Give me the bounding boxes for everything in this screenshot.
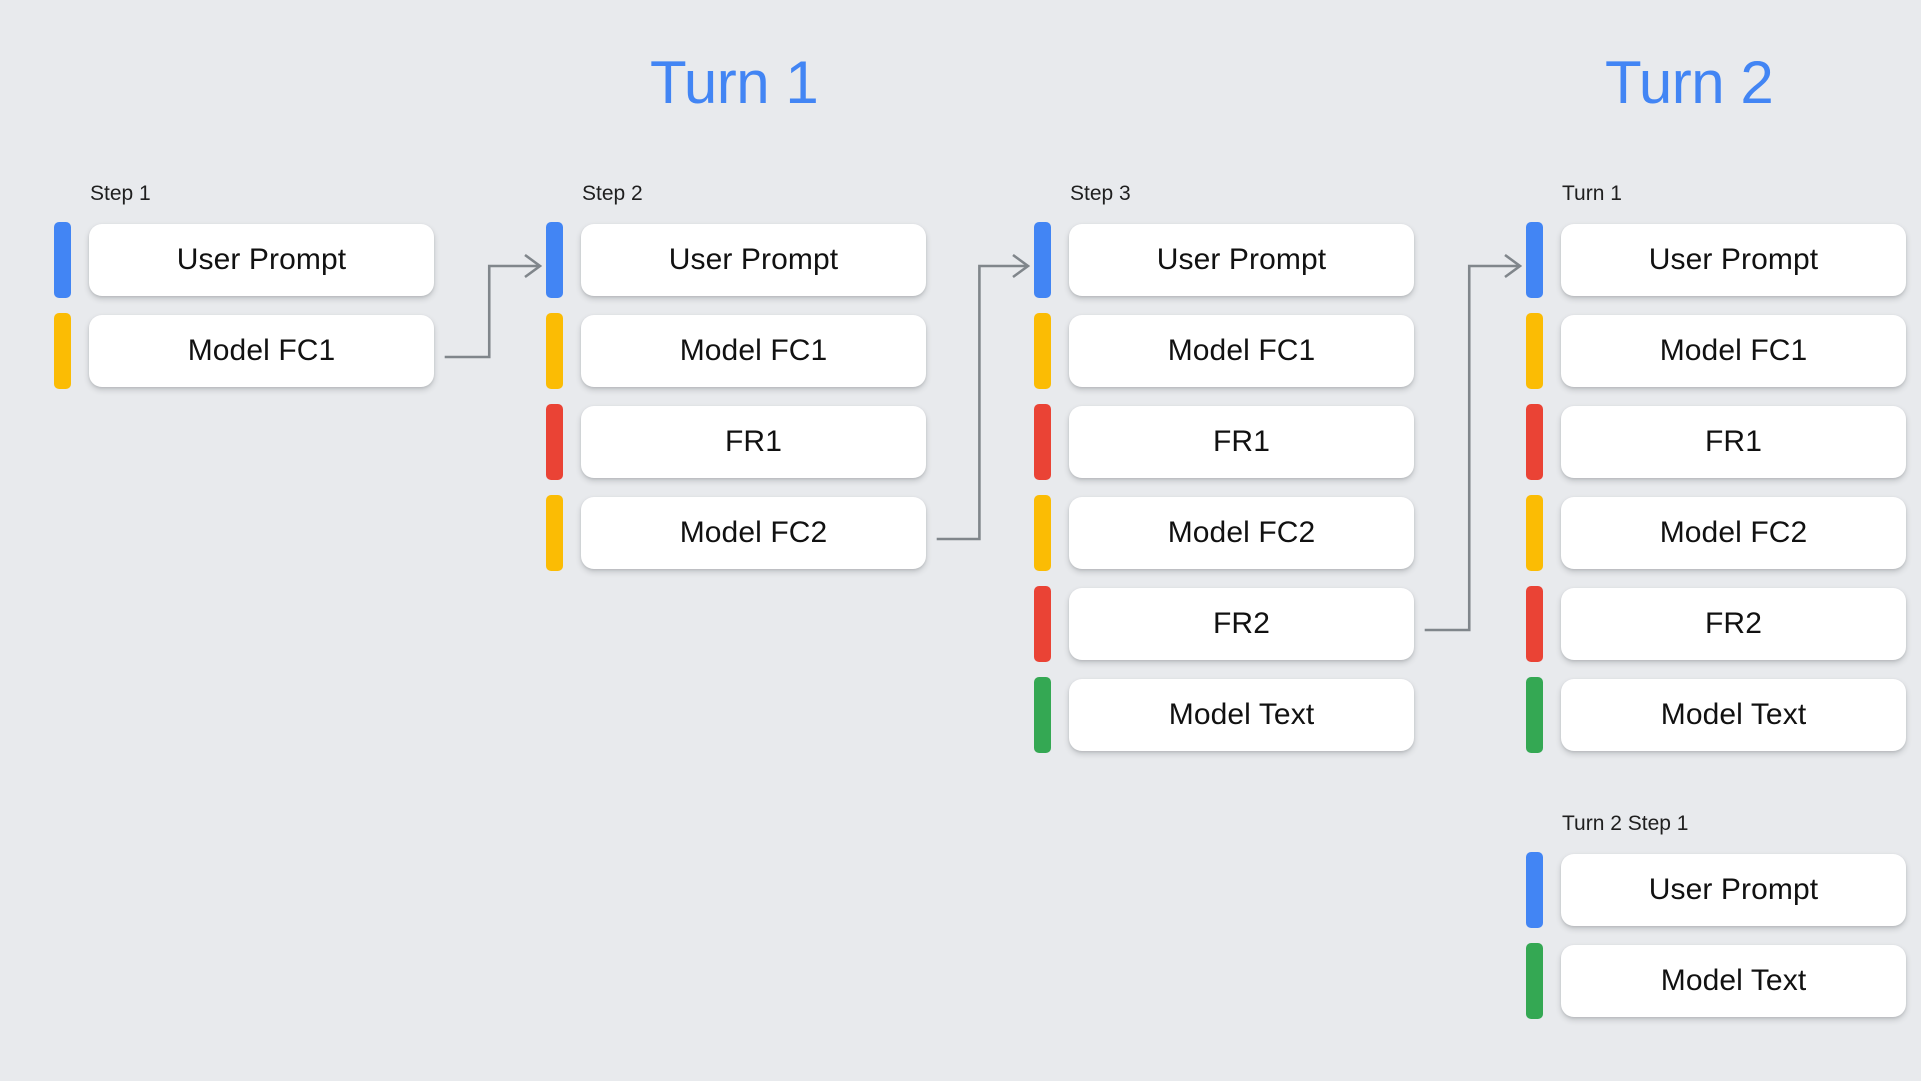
column-label: Step 2 bbox=[582, 182, 643, 205]
role-color-bar-blue bbox=[54, 221, 71, 298]
message-row: Model Text bbox=[1020, 669, 1590, 760]
message-card-label: FR1 bbox=[1705, 424, 1762, 458]
message-row: FR1 bbox=[1512, 396, 1921, 487]
message-card[interactable]: Model Text bbox=[1561, 678, 1906, 751]
message-row: Model FC1 bbox=[40, 305, 610, 396]
message-card-label: User Prompt bbox=[668, 242, 839, 276]
message-card-label: Model Text bbox=[1660, 963, 1807, 997]
message-card-label: FR1 bbox=[1213, 424, 1270, 458]
message-card[interactable]: User Prompt bbox=[89, 223, 434, 296]
message-row: User Prompt bbox=[532, 214, 1102, 305]
message-card-label: User Prompt bbox=[176, 242, 347, 276]
message-row: Model FC2 bbox=[532, 487, 1102, 578]
message-card-label: Model FC2 bbox=[1167, 515, 1316, 549]
role-color-bar-green bbox=[1034, 676, 1051, 753]
message-card[interactable]: Model FC1 bbox=[581, 314, 926, 387]
message-row: Model FC1 bbox=[532, 305, 1102, 396]
message-row: FR2 bbox=[1512, 578, 1921, 669]
role-color-bar-red bbox=[1526, 403, 1543, 480]
message-card[interactable]: Model Text bbox=[1561, 944, 1906, 1017]
message-row: User Prompt bbox=[1020, 214, 1590, 305]
message-row: Model Text bbox=[1512, 935, 1921, 1026]
role-color-bar-yellow bbox=[1034, 312, 1051, 389]
role-color-bar-blue bbox=[1526, 851, 1543, 928]
column-label: Turn 2 Step 1 bbox=[1562, 812, 1689, 835]
message-card-label: FR2 bbox=[1213, 606, 1270, 640]
role-color-bar-blue bbox=[1034, 221, 1051, 298]
message-row: User Prompt bbox=[40, 214, 610, 305]
message-row: User Prompt bbox=[1512, 214, 1921, 305]
message-card[interactable]: FR2 bbox=[1561, 587, 1906, 660]
message-card-label: User Prompt bbox=[1156, 242, 1327, 276]
message-card[interactable]: Model Text bbox=[1069, 678, 1414, 751]
message-card[interactable]: Model FC2 bbox=[581, 496, 926, 569]
message-row: User Prompt bbox=[1512, 844, 1921, 935]
message-card-label: Model FC1 bbox=[187, 333, 336, 367]
message-card[interactable]: FR1 bbox=[581, 405, 926, 478]
column-label: Step 3 bbox=[1070, 182, 1131, 205]
role-color-bar-yellow bbox=[1526, 312, 1543, 389]
heading-turn-2: Turn 2 bbox=[1605, 49, 1774, 116]
message-card-label: Model FC2 bbox=[1659, 515, 1808, 549]
role-color-bar-green bbox=[1526, 676, 1543, 753]
message-card-label: User Prompt bbox=[1648, 242, 1819, 276]
message-card-label: FR1 bbox=[725, 424, 782, 458]
message-card-label: Model FC2 bbox=[679, 515, 828, 549]
message-row: Model FC1 bbox=[1512, 305, 1921, 396]
role-color-bar-yellow bbox=[1526, 494, 1543, 571]
role-color-bar-red bbox=[1526, 585, 1543, 662]
message-card[interactable]: Model FC1 bbox=[1069, 314, 1414, 387]
role-color-bar-blue bbox=[546, 221, 563, 298]
role-color-bar-red bbox=[1034, 585, 1051, 662]
role-color-bar-yellow bbox=[546, 494, 563, 571]
column-label: Turn 1 bbox=[1562, 182, 1622, 205]
column-label: Step 1 bbox=[90, 182, 151, 205]
message-card-label: FR2 bbox=[1705, 606, 1762, 640]
message-row: FR2 bbox=[1020, 578, 1590, 669]
message-card[interactable]: Model FC2 bbox=[1561, 496, 1906, 569]
message-row: Model Text bbox=[1512, 669, 1921, 760]
message-card[interactable]: FR1 bbox=[1069, 405, 1414, 478]
role-color-bar-red bbox=[1034, 403, 1051, 480]
heading-turn-1: Turn 1 bbox=[650, 49, 819, 116]
role-color-bar-blue bbox=[1526, 221, 1543, 298]
message-card-label: Model Text bbox=[1168, 697, 1315, 731]
role-color-bar-yellow bbox=[546, 312, 563, 389]
role-color-bar-green bbox=[1526, 942, 1543, 1019]
message-card-label: Model FC1 bbox=[679, 333, 828, 367]
message-row: FR1 bbox=[1020, 396, 1590, 487]
role-color-bar-yellow bbox=[1034, 494, 1051, 571]
message-row: Model FC2 bbox=[1020, 487, 1590, 578]
message-row: FR1 bbox=[532, 396, 1102, 487]
message-card[interactable]: Model FC1 bbox=[1561, 314, 1906, 387]
message-card[interactable]: FR1 bbox=[1561, 405, 1906, 478]
message-card-label: Model FC1 bbox=[1659, 333, 1808, 367]
message-card[interactable]: User Prompt bbox=[1069, 223, 1414, 296]
role-color-bar-yellow bbox=[54, 312, 71, 389]
message-card[interactable]: Model FC2 bbox=[1069, 496, 1414, 569]
message-row: Model FC1 bbox=[1020, 305, 1590, 396]
message-card[interactable]: Model FC1 bbox=[89, 314, 434, 387]
message-card-label: Model FC1 bbox=[1167, 333, 1316, 367]
message-card[interactable]: FR2 bbox=[1069, 587, 1414, 660]
role-color-bar-red bbox=[546, 403, 563, 480]
message-card[interactable]: User Prompt bbox=[1561, 223, 1906, 296]
message-card-label: User Prompt bbox=[1648, 872, 1819, 906]
message-row: Model FC2 bbox=[1512, 487, 1921, 578]
message-card[interactable]: User Prompt bbox=[1561, 853, 1906, 926]
message-card-label: Model Text bbox=[1660, 697, 1807, 731]
message-card[interactable]: User Prompt bbox=[581, 223, 926, 296]
